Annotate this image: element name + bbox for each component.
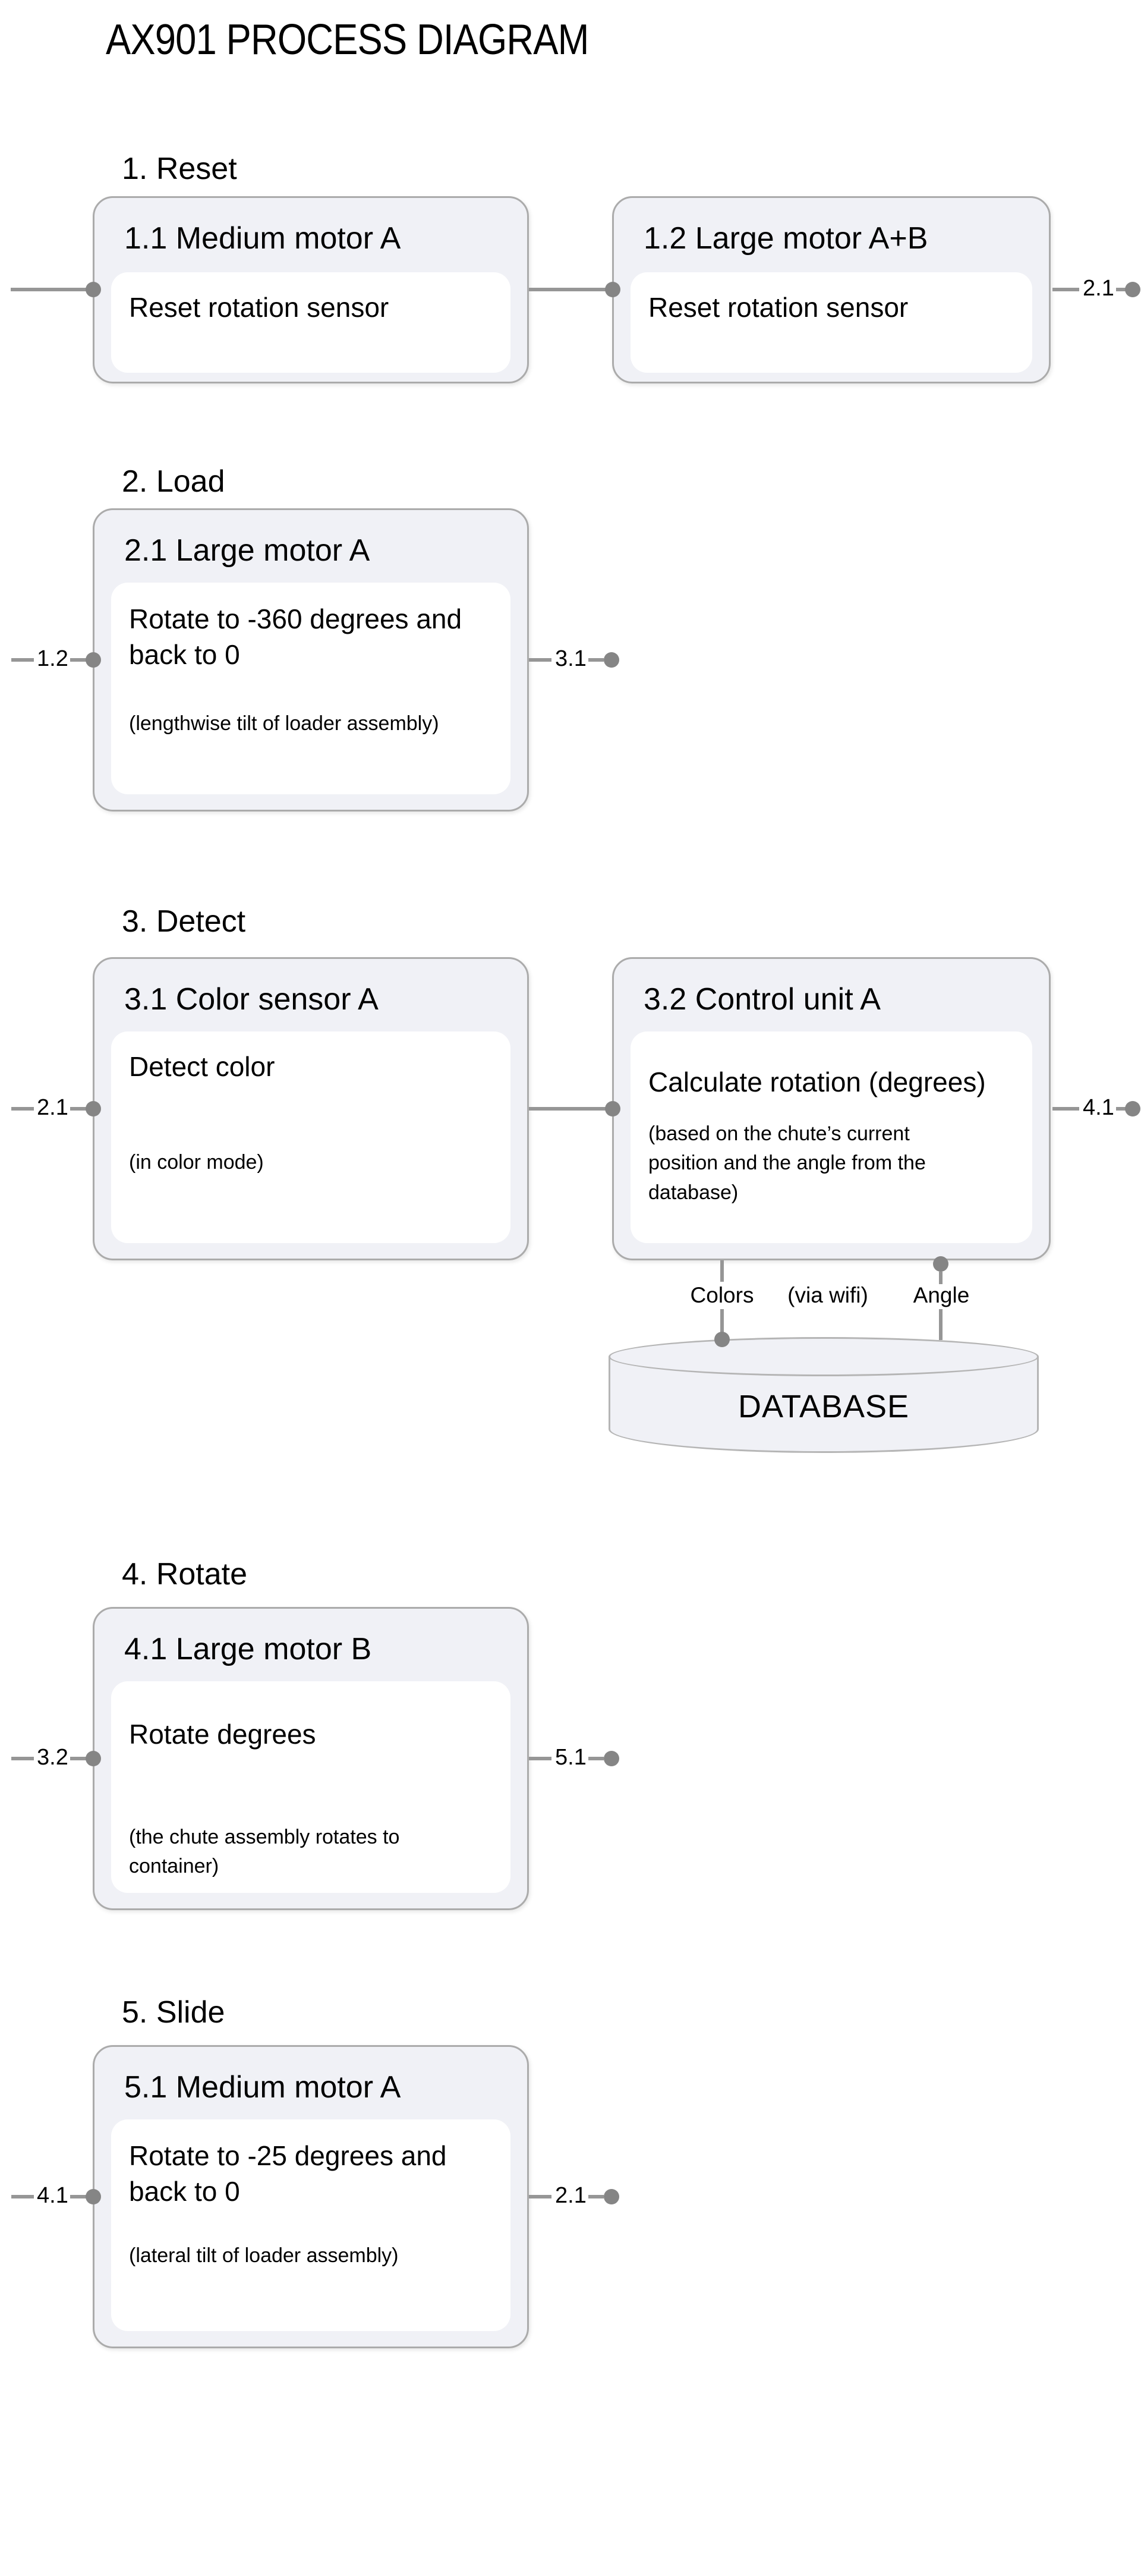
database-label: DATABASE <box>737 1389 910 1424</box>
connector-label-5-left: 4.1 <box>37 2183 68 2208</box>
box-5-1-body: Rotate to -25 degrees and back to 0 <box>129 2140 447 2207</box>
angle-target-dot <box>933 1256 948 1272</box>
box-1-1-body: Reset rotation sensor <box>129 292 389 323</box>
connector-line-3-1-to-3-2 <box>529 1107 612 1111</box>
box-1-2: 1.2 Large motor A+B Reset rotation senso… <box>612 196 1051 383</box>
connector-line-out-3-b <box>1116 1107 1127 1111</box>
section-3-heading: 3. Detect <box>122 904 246 939</box>
colors-label: Colors <box>690 1283 754 1307</box>
connector-line-in-4-b <box>70 1757 93 1760</box>
box-1-1-inner-panel: Reset rotation sensor <box>111 272 510 373</box>
database-cylinder: DATABASE <box>609 1337 1039 1462</box>
box-3-1-header: 3.1 Color sensor A <box>124 982 379 1017</box>
connector-line-out-1-b <box>1116 288 1127 291</box>
box-4-1-header: 4.1 Large motor B <box>124 1632 372 1666</box>
connector-line-out-2-a <box>529 658 551 662</box>
section-2-heading: 2. Load <box>122 464 225 499</box>
connector-line-out-4-b <box>588 1757 604 1760</box>
connector-label-4-left: 3.2 <box>37 1745 68 1770</box>
box-4-1-inner-panel: Rotate degrees (the chute assembly rotat… <box>111 1681 510 1893</box>
box-1-2-inner-panel: Reset rotation sensor <box>631 272 1032 373</box>
box-3-1-body: Detect color <box>129 1051 275 1082</box>
box-3-2-body: Calculate rotation (degrees) <box>648 1067 986 1097</box>
connector-label-5-right: 2.1 <box>555 2183 587 2208</box>
connector-line-out-5-b <box>588 2195 604 2198</box>
connector-line-out-4-a <box>529 1757 551 1760</box>
connector-line-1-1-to-1-2 <box>529 288 612 291</box>
connector-line-out-1-a <box>1052 288 1079 291</box>
connector-line-in-2-a <box>11 658 34 662</box>
connector-line-in-2-b <box>70 658 93 662</box>
box-5-1-inner-panel: Rotate to -25 degrees and back to 0 (lat… <box>111 2119 510 2331</box>
connector-line-out-3-a <box>1052 1107 1079 1111</box>
via-wifi-label: (via wifi) <box>787 1283 868 1307</box>
connector-label-2-left: 1.2 <box>37 646 68 671</box>
box-2-1-inner-panel: Rotate to -360 degrees and back to 0 (le… <box>111 583 510 794</box>
angle-line-lower <box>939 1309 943 1340</box>
section-4-heading: 4. Rotate <box>122 1557 248 1591</box>
connector-label-1-right: 2.1 <box>1083 276 1114 301</box>
connector-line-out-5-a <box>529 2195 551 2198</box>
connector-line-in-3-a <box>11 1107 34 1111</box>
connector-dot-3-in <box>86 1101 101 1116</box>
box-5-1-note: (lateral tilt of loader assembly) <box>129 2244 399 2267</box>
colors-line-lower <box>720 1309 724 1341</box>
box-5-1-header: 5.1 Medium motor A <box>124 2070 401 2105</box>
connector-label-3-left: 2.1 <box>37 1095 68 1120</box>
colors-target-dot <box>714 1332 730 1347</box>
box-4-1-body: Rotate degrees <box>129 1719 316 1750</box>
connector-label-3-right: 4.1 <box>1083 1095 1114 1120</box>
section-1-heading: 1. Reset <box>122 152 237 186</box>
connector-line-in-5-b <box>70 2195 93 2198</box>
connector-line-out-2-b <box>588 658 604 662</box>
box-1-1-header: 1.1 Medium motor A <box>124 221 401 256</box>
box-3-1: 3.1 Color sensor A Detect color (in colo… <box>93 957 529 1260</box>
connector-dot-1-out <box>1125 282 1140 297</box>
connector-dot-5-in <box>86 2189 101 2204</box>
box-3-2: 3.2 Control unit A Calculate rotation (d… <box>612 957 1051 1260</box>
connector-dot-4-in <box>86 1751 101 1766</box>
page-title: AX901 PROCESS DIAGRAM <box>106 16 589 64</box>
box-4-1: 4.1 Large motor B Rotate degrees (the ch… <box>93 1607 529 1910</box>
box-3-2-note: (based on the chute’s current position a… <box>648 1122 926 1204</box>
connector-line-in-3-b <box>70 1107 93 1111</box>
colors-line-upper <box>720 1260 724 1282</box>
box-2-1: 2.1 Large motor A Rotate to -360 degrees… <box>93 508 529 812</box>
box-3-2-header: 3.2 Control unit A <box>644 982 881 1017</box>
connector-dot-3-out <box>1125 1101 1140 1116</box>
box-3-1-note: (in color mode) <box>129 1151 264 1174</box>
box-3-1-inner-panel: Detect color (in color mode) <box>111 1031 510 1243</box>
connector-dot-4-out <box>604 1751 619 1766</box>
box-1-2-header: 1.2 Large motor A+B <box>644 221 928 256</box>
angle-label: Angle <box>913 1283 970 1307</box>
connector-line-in-1-1 <box>11 288 93 291</box>
connector-dot-2-out <box>604 652 619 668</box>
database-cylinder-top <box>609 1337 1039 1376</box>
box-3-2-inner-panel: Calculate rotation (degrees) (based on t… <box>631 1031 1032 1243</box>
box-1-1: 1.1 Medium motor A Reset rotation sensor <box>93 196 529 383</box>
box-2-1-body: Rotate to -360 degrees and back to 0 <box>129 603 462 670</box>
box-1-2-body: Reset rotation sensor <box>648 292 909 323</box>
angle-line-upper <box>939 1272 943 1284</box>
box-2-1-note: (lengthwise tilt of loader assembly) <box>129 712 439 735</box>
connector-dot-3-2 <box>605 1101 620 1116</box>
section-5-heading: 5. Slide <box>122 1995 225 2030</box>
connector-line-in-4-a <box>11 1757 34 1760</box>
box-4-1-note: (the chute assembly rotates to container… <box>129 1826 400 1878</box>
box-5-1: 5.1 Medium motor A Rotate to -25 degrees… <box>93 2045 529 2348</box>
box-2-1-header: 2.1 Large motor A <box>124 533 370 568</box>
connector-label-2-right: 3.1 <box>555 646 587 671</box>
connector-dot-2-in <box>86 652 101 668</box>
connector-dot-5-out <box>604 2189 619 2204</box>
connector-dot-1-2 <box>605 282 620 297</box>
database-cylinder-body <box>609 1357 1039 1453</box>
connector-dot-1-1 <box>86 282 101 297</box>
connector-label-4-right: 5.1 <box>555 1745 587 1770</box>
connector-line-in-5-a <box>11 2195 34 2198</box>
